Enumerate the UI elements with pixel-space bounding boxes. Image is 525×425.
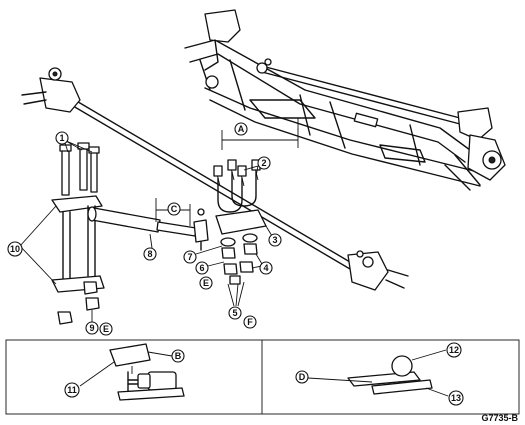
detail-panels: 11 B D 12 (5, 339, 520, 415)
svg-text:F: F (247, 317, 253, 327)
callout-11: 11 (64, 361, 115, 398)
callout-e-upper: E (199, 276, 213, 290)
svg-text:8: 8 (147, 249, 152, 259)
svg-text:12: 12 (449, 345, 459, 355)
callout-7: 7 (183, 245, 223, 264)
callout-1: 1 (55, 131, 93, 153)
svg-text:9: 9 (89, 323, 94, 333)
dimension-c: C (155, 198, 191, 226)
svg-text:2: 2 (261, 158, 266, 168)
front-frame-assembly (184, 9, 506, 191)
svg-text:4: 4 (263, 263, 268, 273)
svg-text:C: C (171, 204, 178, 214)
svg-text:E: E (203, 278, 209, 288)
svg-text:7: 7 (187, 252, 192, 262)
callout-6: 6 (195, 261, 225, 275)
svg-text:E: E (103, 324, 109, 334)
svg-text:11: 11 (67, 385, 77, 395)
callout-4: 4 (251, 253, 273, 275)
callout-3: 3 (265, 225, 282, 247)
svg-text:1: 1 (59, 133, 64, 143)
svg-text:10: 10 (10, 244, 20, 254)
callout-f: F (243, 315, 257, 329)
svg-text:13: 13 (451, 393, 461, 403)
callout-12: 12 (411, 342, 462, 361)
detail-left: 11 B (64, 343, 185, 401)
svg-text:3: 3 (272, 235, 277, 245)
callout-b: B (147, 349, 185, 363)
svg-text:A: A (238, 124, 245, 134)
bracket-assembly (51, 142, 105, 325)
steering-damper (87, 206, 209, 251)
detail-right: D 12 13 (295, 342, 464, 406)
svg-text:6: 6 (199, 263, 204, 273)
callout-2: 2 (243, 156, 271, 177)
svg-text:D: D (299, 372, 306, 382)
callout-10: 10 (7, 205, 57, 285)
callout-a: A (234, 122, 248, 136)
callout-c: C (167, 202, 181, 216)
callout-13: 13 (425, 387, 464, 406)
u-bolt-assembly (213, 159, 267, 285)
figure-code: G7735-B (481, 413, 518, 423)
tie-rod (21, 67, 409, 291)
callout-8: 8 (143, 233, 157, 261)
callout-e-lower: E (99, 322, 113, 336)
callout-5: 5 (227, 281, 245, 320)
svg-text:B: B (175, 351, 182, 361)
dimension-a: A (221, 118, 299, 150)
callout-d: D (295, 370, 309, 384)
callout-9: 9 (85, 310, 99, 335)
svg-text:5: 5 (232, 308, 237, 318)
